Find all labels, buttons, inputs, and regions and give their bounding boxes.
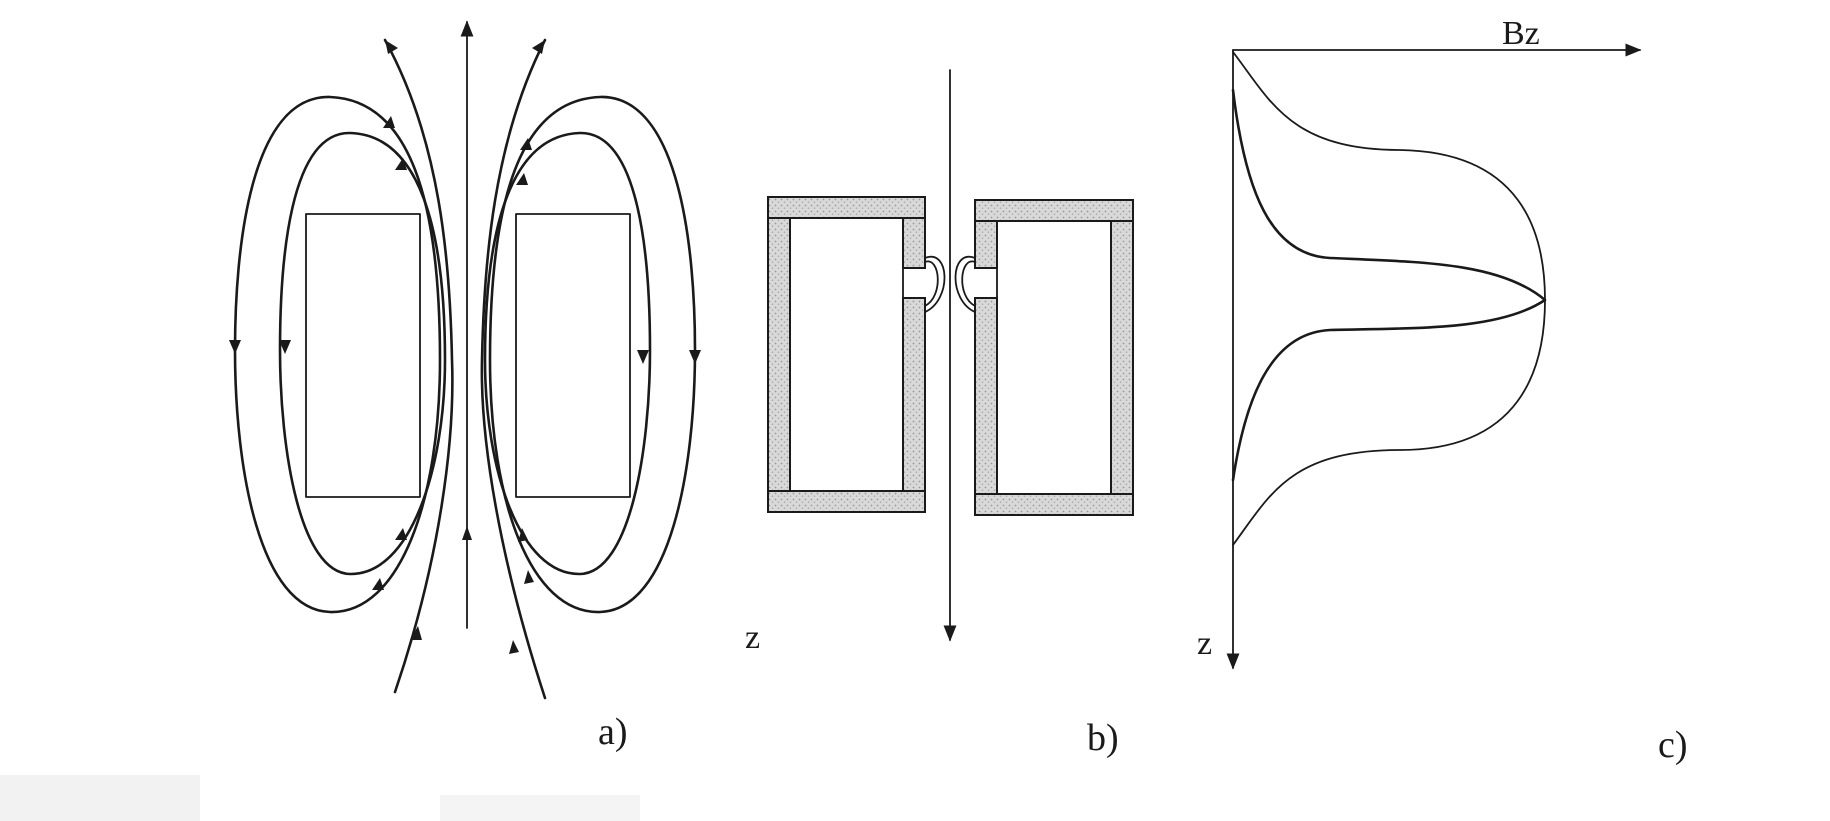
coil-right-section [515,213,631,498]
arrowhead-right-upper-1 [520,138,532,150]
curve-sharp-polepiece [1231,88,1547,482]
pole-piece-left [767,196,926,513]
arrowhead-right-inner-down [637,350,649,364]
pole-left-inner-wall-lower [902,297,926,492]
field-line-left-inner [278,131,447,576]
pole-piece-right [974,199,1134,516]
panel-c-caption: c) [1658,724,1688,766]
gap-field-lines [924,255,976,313]
field-line-arrowheads [229,40,701,654]
field-line-left-open [383,38,454,694]
panel-a-coil-field-lines: a) [229,20,701,753]
gap-line-right-1 [954,255,976,313]
pole-left-bottom-plate [767,490,926,513]
pole-left-inner-wall-upper [902,217,926,269]
gap-line-left-1 [924,255,946,313]
panel-c-y-axis-label: z [1197,625,1212,662]
panel-c-x-axis-label: Bz [1502,15,1540,52]
arrowhead-right-outer-down [689,350,701,364]
panel-b-pole-piece: z b) [745,69,1134,759]
pole-left-outer-wall [767,217,791,492]
panel-a-caption: a) [598,711,628,753]
arrowhead-right-open-bottom [509,640,519,654]
arrowhead-left-upper-2 [395,158,407,170]
arrowhead-right-lower-1 [518,528,528,542]
pole-right-outer-wall [1110,220,1134,495]
gap-line-left-2 [924,260,939,307]
arrowhead-left-open-bottom [410,626,422,640]
scan-artifact-smudge [0,775,200,821]
arrowhead-top-right [532,40,545,54]
field-line-left-outer [233,95,442,614]
arrowhead-left-outer-down [229,340,241,354]
pole-right-winding [996,220,1112,495]
panel-b-axis-label: z [745,619,760,656]
panel-b-caption: b) [1087,717,1119,759]
curve-broad-coil [1232,51,1546,546]
pole-right-inner-wall-upper [974,220,998,269]
gap-line-right-2 [961,260,976,307]
field-line-right-inner [483,131,652,576]
pole-right-bottom-plate [974,493,1134,516]
coil-left-section [305,213,421,498]
arrowhead-right-lower-2 [524,570,534,584]
pole-left-winding [789,217,904,492]
pole-right-top-plate [974,199,1134,222]
arrowhead-left-lower-1 [395,528,407,540]
arrowhead-axis-bottom [462,526,472,540]
arrowhead-top-left [385,40,398,54]
scan-artifact-smudge-2 [440,795,640,821]
arrowhead-left-inner-down [279,340,291,354]
pole-right-inner-wall-lower [974,297,998,495]
pole-left-top-plate [767,196,926,219]
arrowhead-left-lower-2 [372,578,384,590]
arrowhead-right-upper-2 [516,173,528,185]
field-line-right-open [480,38,547,700]
panel-c-bz-profile: Bz z c) [1197,15,1688,766]
arrowhead-left-upper-1 [383,116,395,128]
